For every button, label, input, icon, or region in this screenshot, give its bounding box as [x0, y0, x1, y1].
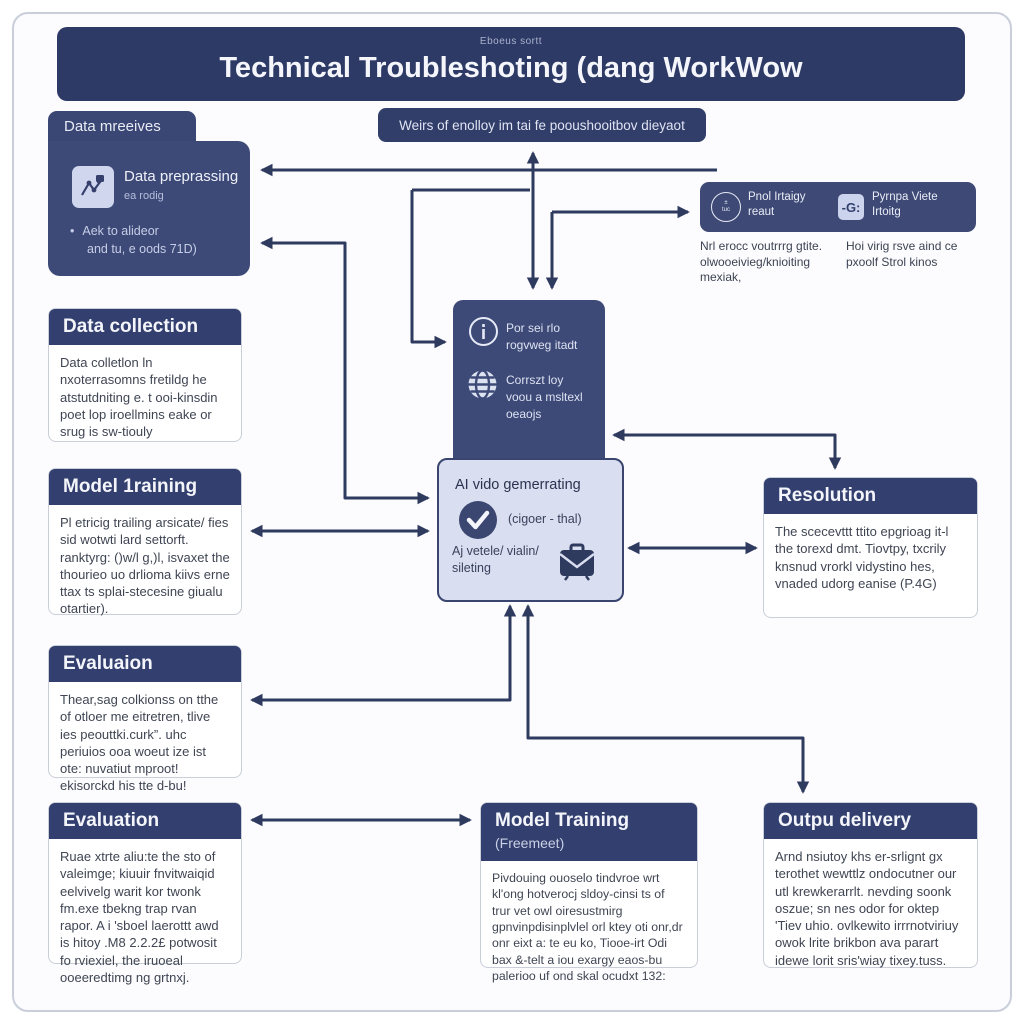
- preprocessing-title: Data preprassing: [124, 168, 239, 185]
- ai-video-paren: (cigoer - thal): [508, 512, 582, 526]
- top-right-item1-label: Pnol Irtaigy reaut: [748, 191, 806, 218]
- card-model-training-freemeet-title: Model Training (Freemeet): [481, 803, 697, 861]
- card-model-training-freemeet-body: Pivdouing ouoselo tindvroe wrt kl'ong ho…: [492, 871, 683, 984]
- globe-icon: [466, 368, 499, 406]
- title-bar: [57, 27, 965, 101]
- briefcase-mail-icon: [556, 540, 598, 587]
- card-model-training-freemeet: Model Training (Freemeet) Pivdouing ouos…: [480, 802, 698, 983]
- title-subtext: Eboeus sortt: [479, 36, 543, 47]
- card-evaluaion-title: Evaluaion: [49, 646, 241, 682]
- card-data-collection-body: Data colletlon ln nxoterrasomns fretildg…: [60, 355, 218, 440]
- bullet-dot-icon: •: [70, 224, 75, 238]
- preprocessing-subtitle: ea rodig: [124, 190, 164, 202]
- card-evaluation-title: Evaluation: [49, 803, 241, 839]
- card-resolution-title: Resolution: [764, 478, 977, 514]
- preprocessing-box: [48, 141, 250, 276]
- card-output-delivery-title: Outpu delivery: [764, 803, 977, 839]
- card-evaluation: Evaluation Ruae xtrte aliu:te the sto of…: [48, 802, 242, 985]
- top-right-caption2: Hoi virig rsve aind ce pxoolf Strol kino…: [846, 239, 958, 269]
- card-evaluaion-body: Thear,sag colkionss on tthe of otloer me…: [60, 692, 219, 794]
- card-resolution: Resolution The scecevttt ttito epgrioag …: [763, 477, 978, 618]
- info-icon: [468, 316, 499, 352]
- preprocessing-bullet: •Aek to alideor and tu, e oods 71D): [70, 224, 197, 257]
- card-evaluation-body: Ruae xtrte aliu:te the sto of valeimge; …: [60, 849, 219, 985]
- card-data-collection-title: Data collection: [49, 309, 241, 345]
- scatter-plot-icon: [72, 166, 114, 208]
- translate-icon: -G:: [838, 194, 864, 220]
- ai-video-generating-box: [437, 458, 624, 602]
- tab-data-receives: Data mreeives: [48, 111, 196, 145]
- card-output-delivery: Outpu delivery Arnd nsiutoy khs er-srlig…: [763, 802, 978, 968]
- center-item2-label: Corrszt loy voou a msltexl oeaojs: [506, 373, 583, 421]
- card-model-training-title: Model 1raining: [49, 469, 241, 505]
- ai-video-sub: Aj vetele/ vialin/ sileting: [452, 544, 539, 575]
- card-output-delivery-body: Arnd nsiutoy khs er-srlignt gx terothet …: [775, 849, 959, 968]
- card-title-paren: (Freemeet): [495, 835, 565, 851]
- card-evaluaion: Evaluaion Thear,sag colkionss on tthe of…: [48, 645, 242, 793]
- top-right-item2-label: Pyrnpa Viete Irtoitg: [872, 191, 938, 218]
- card-model-training-body: Pl etricig trailing arsicate/ fies sid w…: [60, 515, 230, 617]
- page-title: Technical Troubleshoting (dang WorkWow: [219, 52, 803, 84]
- card-data-collection: Data collection Data colletlon ln nxoter…: [48, 308, 242, 442]
- ai-video-title: AI vido gemerrating: [455, 477, 581, 493]
- workflow-banner: Weirs of enolloy im tai fe pooushooitbov…: [378, 108, 706, 142]
- center-item1-label: Por sei rlo rogvweg itadt: [506, 321, 578, 352]
- card-model-training: Model 1raining Pl etricig trailing arsic…: [48, 468, 242, 616]
- card-resolution-body: The scecevttt ttito epgrioag it-l the to…: [775, 524, 949, 591]
- top-right-caption1: Nrl erocc voutrrrg gtite. olwooeivieg/kn…: [700, 239, 823, 285]
- check-circle-icon: [458, 500, 498, 545]
- badge-circle-icon: ±tuc: [711, 192, 741, 222]
